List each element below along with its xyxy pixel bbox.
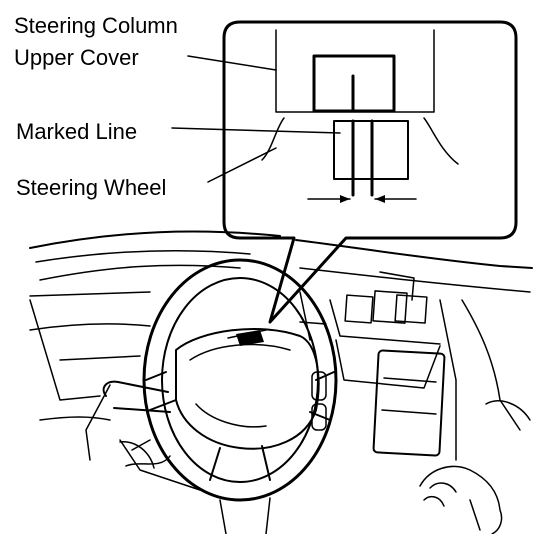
center-console <box>299 290 457 461</box>
leader-lines <box>171 55 341 183</box>
upper-cover-detail <box>261 29 459 165</box>
callout-bubble <box>222 20 518 324</box>
marked-line-label: Marked Line <box>16 119 138 144</box>
steering-wheel-label: Steering Wheel <box>16 175 167 200</box>
right-hand <box>419 299 531 535</box>
left-hand <box>102 380 171 469</box>
wheel-hub-detail <box>307 119 417 203</box>
steering-column-label-line1: Steering Column <box>14 13 178 38</box>
steering-column-label-line2: Upper Cover <box>14 45 139 70</box>
steering-wheel <box>142 258 338 535</box>
